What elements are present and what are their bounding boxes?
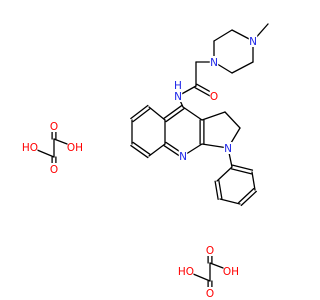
bond-c4-c4a-b: [165, 107, 185, 123]
atom-label-background: [22, 141, 38, 153]
atom-label: N: [174, 91, 182, 103]
atom-n_pyrrol: N: [223, 142, 233, 155]
atom-label: O: [206, 288, 214, 300]
atom-label-background: [209, 56, 219, 68]
bond-ph5-ph6-a: [218, 180, 223, 200]
atom-label: N: [224, 143, 232, 155]
atom-label: H: [174, 80, 182, 92]
atom-label-background: [178, 265, 194, 277]
atom-ox2_ho2: HO: [178, 265, 194, 278]
bond-c3-c4: [182, 106, 203, 121]
atom-label: N: [249, 36, 257, 48]
atom-label: HO: [178, 266, 194, 278]
atom-label-background: [67, 141, 83, 153]
bond-c4-c4a-a: [163, 104, 183, 120]
atom-n_pip: N: [209, 56, 219, 69]
atom-label: O: [206, 245, 214, 257]
bond-b5-b6-a: [130, 104, 149, 120]
bond-c_a-c_b: [224, 111, 241, 129]
atom-label: O: [50, 164, 58, 176]
atom-label: O: [210, 91, 218, 103]
atom-n_pip_me: N: [248, 35, 258, 48]
background: [0, 0, 300, 300]
atom-label-background: [209, 90, 219, 102]
atom-ox2_oh1: OH: [223, 265, 239, 278]
atom-label: OH: [67, 142, 83, 154]
atom-label-background: [49, 163, 59, 175]
atom-label-background: [173, 90, 183, 102]
bond-ph6-ph1: [216, 166, 233, 182]
atom-label-background: [173, 79, 183, 91]
bond-b8-c8a: [148, 143, 166, 157]
atom-label-background: [223, 265, 239, 277]
atom-label: HO: [22, 142, 38, 154]
atom-label-background: [205, 244, 215, 256]
bond-ph1-ph2-b: [231, 164, 254, 171]
bond-n_pyrrol-c2: [201, 143, 229, 149]
atom-n_quin: N: [178, 150, 188, 163]
atom-label-background: [178, 150, 188, 162]
atom-h_amide: H: [173, 79, 183, 92]
bond-ph2-ph3: [251, 171, 256, 191]
atom-label-background: [49, 120, 59, 132]
atom-ox1_o2: O: [49, 163, 59, 176]
atom-label: OH: [223, 266, 239, 278]
atom-label: O: [50, 121, 58, 133]
atom-label: N: [210, 57, 218, 69]
atom-ox1_ho2: HO: [22, 141, 38, 154]
bond-ph5-ph6-b: [214, 180, 219, 200]
bond-c3-c_a: [201, 111, 226, 121]
bond-pc3-pc4: [213, 29, 233, 42]
bond-b5-b6-b: [132, 107, 151, 123]
atom-ox1_o1: O: [49, 120, 59, 133]
bond-c4a-b5: [148, 106, 166, 121]
atom-ox1_oh1: OH: [67, 141, 83, 154]
atom-ox2_o1: O: [205, 244, 215, 257]
atom-ox2_o2: O: [205, 287, 215, 300]
bond-b7-b8-b: [132, 141, 151, 156]
atom-label: N: [179, 151, 187, 163]
atom-label-background: [248, 35, 258, 47]
atom-label-background: [223, 142, 233, 154]
atom-nh_amide: N: [173, 90, 183, 103]
bond-ph3-ph4-b: [240, 190, 257, 207]
bond-b7-b8-a: [130, 144, 149, 159]
bond-pc1-pc2: [231, 61, 254, 74]
bond-ph1-ph2-a: [230, 168, 253, 175]
atom-label-background: [205, 287, 215, 299]
bond-ph4-ph5: [219, 198, 241, 205]
bond-ph3-ph4-a: [238, 187, 255, 204]
atom-o_amide: O: [209, 90, 219, 103]
